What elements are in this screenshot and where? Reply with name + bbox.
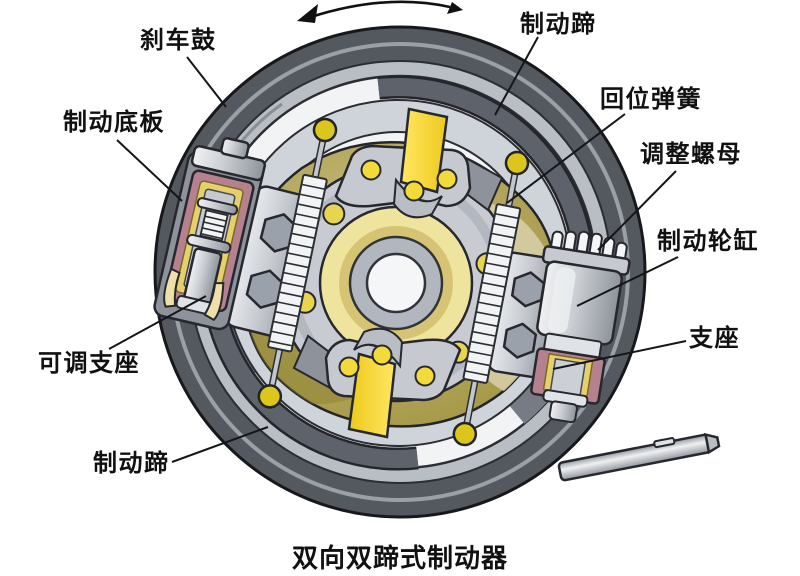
label-brake-shoe-bottom: 制动蹄 bbox=[93, 449, 170, 477]
figure-caption: 双向双蹄式制动器 bbox=[291, 544, 508, 574]
leader-adjusting-nut bbox=[597, 170, 677, 251]
wheel-hub bbox=[318, 205, 474, 361]
adjustable-support-assembly bbox=[153, 137, 267, 331]
leader-lines bbox=[108, 36, 687, 463]
label-wheel-cylinder: 制动轮缸 bbox=[657, 227, 759, 255]
label-brake-shoe-top: 制动蹄 bbox=[520, 10, 597, 38]
return-spring-right bbox=[452, 150, 530, 447]
return-spring-left bbox=[257, 117, 338, 409]
label-backing-plate: 制动底板 bbox=[63, 108, 165, 136]
label-adjusting-nut: 调整螺母 bbox=[640, 140, 742, 168]
label-brake-drum: 刹车鼓 bbox=[140, 26, 217, 54]
leader-adjustable-support bbox=[108, 295, 207, 350]
label-support: 支座 bbox=[689, 324, 740, 352]
rotation-direction-arrow bbox=[297, 0, 463, 23]
leader-brake-drum bbox=[186, 56, 227, 108]
leader-support bbox=[552, 340, 687, 370]
leader-wheel-cylinder bbox=[576, 256, 679, 307]
label-return-spring: 回位弹簧 bbox=[600, 85, 702, 113]
top-cam-bracket bbox=[334, 107, 472, 219]
leader-brake-shoe-top bbox=[494, 36, 539, 116]
leader-brake-shoe-bottom bbox=[171, 426, 269, 463]
leader-return-spring bbox=[506, 113, 626, 204]
label-adjustable-support: 可调支座 bbox=[38, 349, 140, 377]
axle-rod bbox=[557, 432, 721, 482]
leader-backing-plate bbox=[116, 139, 183, 202]
